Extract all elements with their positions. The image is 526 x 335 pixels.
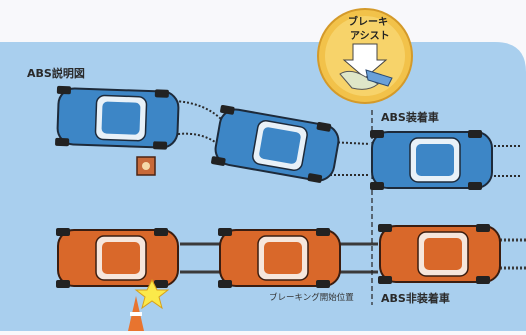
non-abs-car-2: [218, 228, 341, 288]
brake-assist-label-line2: アシスト: [350, 31, 390, 42]
brake-start-label: ブレーキング開始位置: [269, 293, 354, 303]
non-abs-car-3: [378, 224, 501, 284]
abs-car-3: [370, 130, 493, 190]
brake-assist-badge: [317, 8, 413, 104]
without-abs-label: ABS非装着車: [381, 292, 450, 305]
crash-star-icon: [134, 278, 170, 310]
brake-pedal-icon: [339, 43, 393, 90]
obstacle-box-icon: [136, 156, 156, 176]
abs-car-2: [211, 105, 340, 183]
diagram-title: ABS説明図: [27, 67, 85, 80]
non-abs-car-1: [56, 228, 179, 288]
brake-assist-label-line1: ブレーキ: [348, 17, 388, 28]
abs-car-1: [55, 85, 180, 150]
with-abs-label: ABS装着車: [381, 111, 439, 124]
traffic-cone-icon: [128, 296, 144, 331]
skid-marks-abs: [174, 100, 520, 177]
